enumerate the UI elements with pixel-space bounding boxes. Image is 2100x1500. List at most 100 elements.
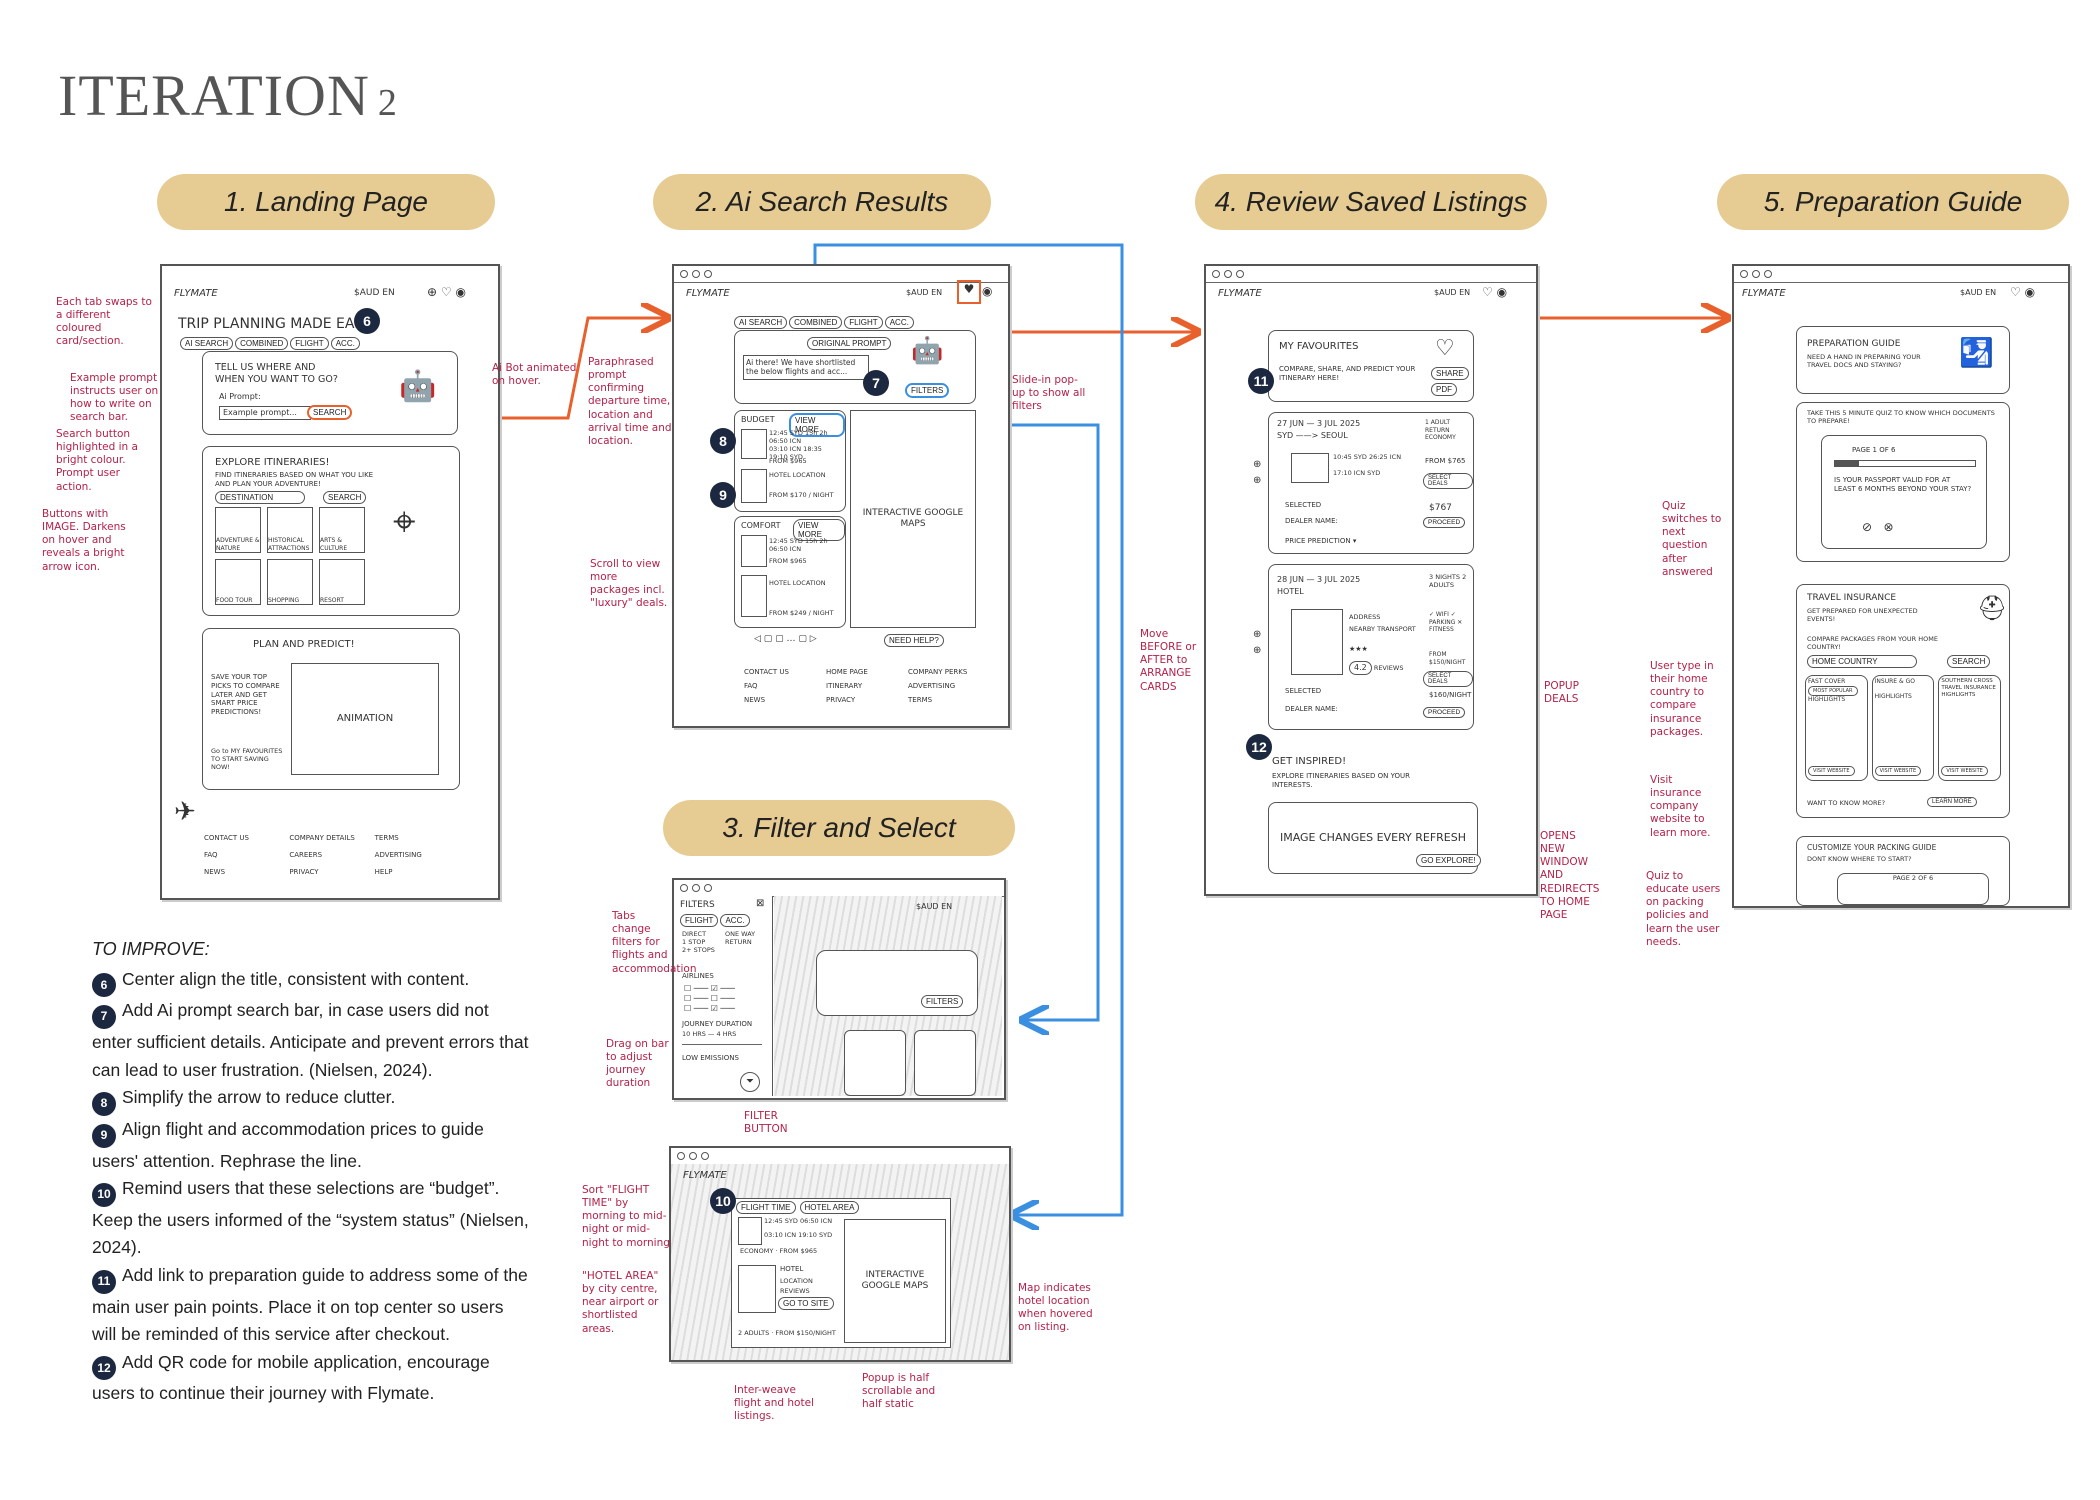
tab-acc[interactable]: ACC.	[720, 914, 750, 927]
footer-link[interactable]: PRIVACY	[289, 867, 319, 876]
go-explore-button[interactable]: GO EXPLORE!	[1416, 854, 1481, 867]
visit-website-button[interactable]: VISIT WEBSITE	[1941, 765, 1988, 776]
flight-line: 12:45 SYD 15h 2h 06:50 ICN	[769, 537, 828, 554]
tile-shopping[interactable]: SHOPPING	[267, 559, 313, 605]
footer-link[interactable]: NEWS	[744, 695, 766, 704]
plan-card: PLAN AND PREDICT! SAVE YOUR TOP PICKS TO…	[202, 628, 460, 790]
favourites-link[interactable]: Go to MY FAVOURITES TO START SAVING NOW!	[211, 747, 283, 772]
footer-link[interactable]: TERMS	[908, 695, 933, 704]
quiz-yes-no-buttons[interactable]: ⊘ ⊗	[1862, 520, 1894, 534]
reorder-arrows-icon[interactable]: ⊕⊕	[1253, 629, 1262, 656]
selected-label: SELECTED	[1285, 501, 1322, 509]
tab-flight[interactable]: FLIGHT	[290, 337, 329, 350]
filters-button[interactable]: FILTERS	[905, 383, 950, 398]
close-icon[interactable]: ⊠	[756, 898, 765, 909]
hotel-thumb	[741, 575, 767, 617]
checkbox-option[interactable]: RETURN	[725, 938, 752, 947]
landing-logo: FLYMATE	[174, 288, 218, 299]
insurance-search-button[interactable]: SEARCH	[1947, 655, 1991, 668]
filters-button[interactable]: FILTERS	[921, 995, 964, 1008]
original-prompt-button[interactable]: ORIGINAL PROMPT	[807, 337, 892, 350]
journey-slider[interactable]	[682, 1044, 762, 1045]
select-deals-button[interactable]: SELECT DEALS	[1423, 473, 1473, 489]
reorder-arrows-icon[interactable]: ⊕⊕	[1253, 459, 1262, 486]
airline-checkboxes[interactable]: ☐ ─── ☑ ───☐ ─── ☐ ───☐ ─── ☑ ───	[684, 984, 735, 1013]
low-emissions-option[interactable]: LOW EMISSIONS	[682, 1054, 739, 1062]
footer-link[interactable]: CONTACT US	[744, 668, 789, 676]
tab-acc[interactable]: ACC.	[884, 316, 914, 329]
checkbox-option[interactable]: 2+ STOPS	[682, 946, 715, 955]
checkbox-option[interactable]: ONE WAY	[725, 930, 756, 938]
share-button[interactable]: SHARE	[1431, 367, 1469, 380]
footer-link[interactable]: ADVERTISING	[374, 850, 422, 859]
tile-resort[interactable]: RESORT	[319, 559, 365, 605]
checkbox-option[interactable]: DIRECT	[682, 930, 707, 938]
footer-link[interactable]: FAQ	[204, 850, 218, 859]
footer-link[interactable]: CAREERS	[289, 850, 323, 859]
learn-more-button[interactable]: LEARN MORE	[1927, 797, 1977, 807]
pdf-button[interactable]: PDF	[1431, 383, 1457, 396]
tab-acc[interactable]: ACC.	[330, 337, 360, 350]
guide-intro-card: PREPARATION GUIDE NEED A HAND IN PREPARI…	[1796, 326, 2010, 394]
header-icons[interactable]: ♡ ◉	[2010, 285, 2036, 299]
tile-food[interactable]: FOOD TOUR	[215, 559, 261, 605]
annotation-example: Example prompt instructs user on how to …	[70, 372, 159, 424]
footer-link[interactable]: TERMS	[374, 834, 399, 842]
explore-search-button[interactable]: SEARCH	[323, 491, 367, 504]
footer-link[interactable]: ITINERARY	[826, 681, 863, 690]
visit-website-button[interactable]: VISIT WEBSITE	[1808, 765, 1855, 776]
tile-historical[interactable]: HISTORICAL ATTRACTIONS	[267, 507, 313, 553]
badge-8: 8	[710, 428, 736, 454]
footer-link[interactable]: PRIVACY	[826, 695, 856, 704]
select-deals-button[interactable]: SELECT DEALS	[1423, 671, 1473, 687]
footer-link[interactable]: NEWS	[204, 867, 226, 876]
footer-link[interactable]: COMPANY DETAILS	[289, 834, 355, 842]
sort-hotel-area-dropdown[interactable]: HOTEL AREA	[799, 1201, 860, 1214]
footer-link[interactable]: HOME PAGE	[826, 668, 868, 676]
hotel-line: HOTEL LOCATION	[769, 471, 826, 479]
quiz-intro: TAKE THIS 5 MINUTE QUIZ TO KNOW WHICH DO…	[1807, 409, 1995, 426]
tab-flight[interactable]: FLIGHT	[680, 914, 719, 927]
tile-adventure[interactable]: ADVENTURE & NATURE	[215, 507, 261, 553]
search-button[interactable]: SEARCH	[307, 405, 353, 420]
tile-arts[interactable]: ARTS & CULTURE	[319, 507, 365, 553]
explore-sub: FIND ITINERARIES BASED ON WHAT YOU LIKE …	[215, 471, 374, 488]
tab-combined[interactable]: COMBINED	[789, 316, 843, 329]
checkbox-option[interactable]: 1 STOP	[682, 938, 706, 947]
map-pin-icon: ⌖	[393, 499, 416, 545]
destination-input[interactable]: DESTINATION	[215, 491, 305, 504]
header-icons[interactable]: ♡ ◉	[1482, 285, 1508, 299]
home-country-input[interactable]: HOME COUNTRY	[1807, 655, 1917, 668]
footer-link[interactable]: FAQ	[744, 681, 758, 690]
proceed-button[interactable]: PROCEED	[1423, 707, 1466, 718]
tab-flight[interactable]: FLIGHT	[844, 316, 883, 329]
sort-controls: FLIGHT TIME HOTEL AREA	[736, 1201, 860, 1214]
tab-combined[interactable]: COMBINED	[235, 337, 289, 350]
annotation-quiz: Quiz switches to next question after ans…	[1662, 500, 1722, 578]
tab-ai-search[interactable]: AI SEARCH	[734, 316, 788, 329]
packing-quiz[interactable]: PAGE 2 OF 6	[1837, 873, 1989, 905]
tab-ai-search[interactable]: AI SEARCH	[180, 337, 234, 350]
quiz-progress	[1834, 460, 1976, 467]
footer-link[interactable]: ADVERTISING	[908, 681, 956, 690]
view-more-button[interactable]: VIEW MORE	[789, 413, 845, 437]
footer-link[interactable]: HELP	[374, 867, 393, 876]
visit-website-button[interactable]: VISIT WEBSITE	[1874, 765, 1922, 776]
interactive-map[interactable]: INTERACTIVE GOOGLE MAPS	[844, 1219, 946, 1343]
sort-flight-time-dropdown[interactable]: FLIGHT TIME	[736, 1201, 796, 1214]
need-help-button[interactable]: NEED HELP?	[884, 634, 944, 647]
filter-funnel-icon[interactable]: ⏷	[740, 1072, 760, 1092]
interactive-map[interactable]: INTERACTIVE GOOGLE MAPS	[850, 410, 976, 628]
go-to-site-button[interactable]: GO TO SITE	[778, 1297, 834, 1310]
price-prediction-toggle[interactable]: PRICE PREDICTION ▾	[1285, 537, 1357, 545]
prompt-input[interactable]: Example prompt...	[219, 406, 311, 420]
hotel-price: FROM $249 / NIGHT	[769, 609, 834, 617]
pagination[interactable]: ◁ ▢ ▢ … ▢ ▷	[754, 634, 817, 644]
view-more-button[interactable]: VIEW MORE	[793, 519, 845, 541]
proceed-button[interactable]: PROCEED	[1423, 517, 1466, 528]
favourites-heart-icon[interactable]: ♥	[957, 280, 981, 304]
hotel-thumb	[1291, 609, 1343, 675]
footer-link[interactable]: COMPANY PERKS	[908, 668, 968, 676]
account-icon[interactable]: ◉	[982, 284, 993, 298]
footer-link[interactable]: CONTACT US	[204, 834, 249, 842]
